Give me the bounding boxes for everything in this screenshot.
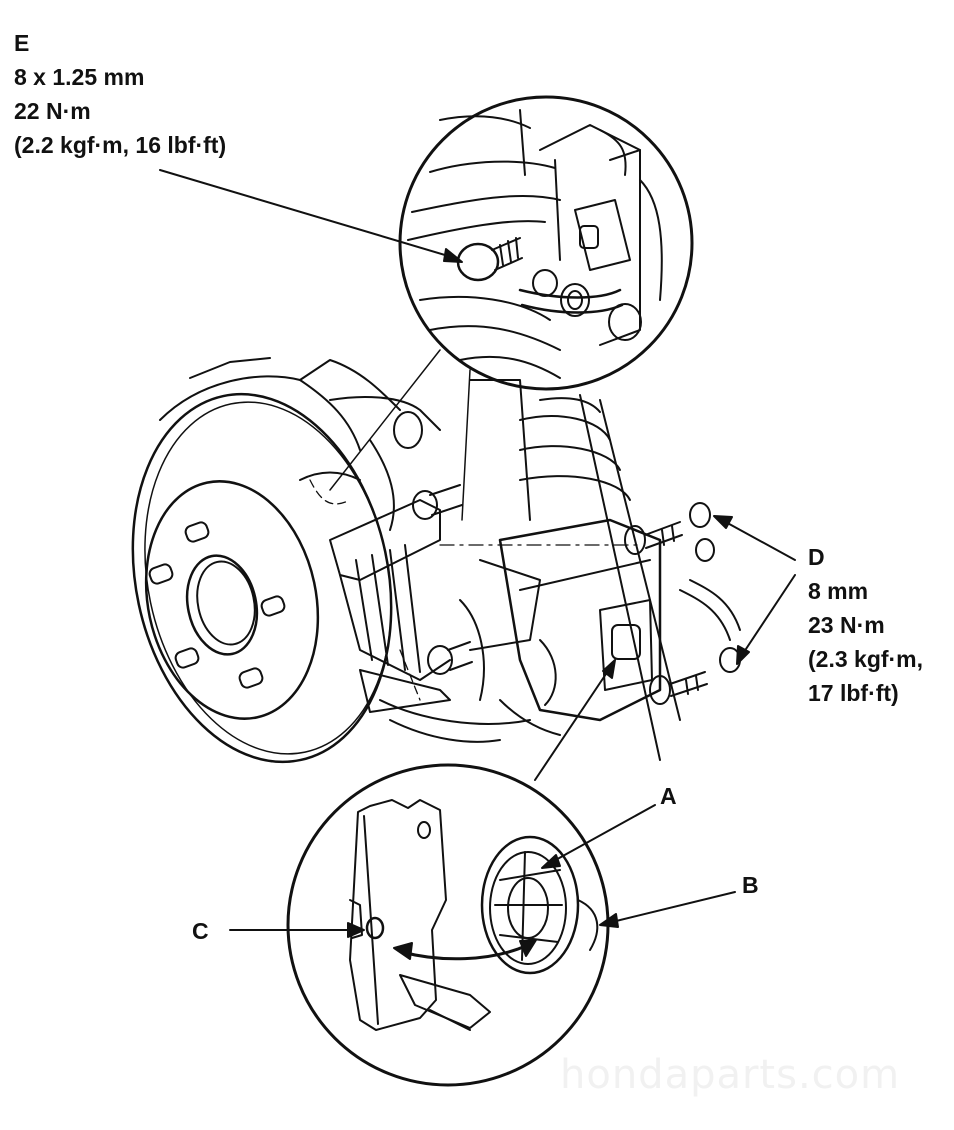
callout-e-letter: E bbox=[14, 30, 30, 56]
callout-e-torque-nm: 22 N·m bbox=[14, 98, 91, 124]
callout-c: C bbox=[192, 918, 209, 944]
callout-d-torque-nm: 23 N·m bbox=[808, 612, 885, 638]
leader-c bbox=[229, 922, 365, 938]
callout-d: D 8 mm 23 N·m (2.3 kgf·m, 17 lbf·ft) bbox=[808, 540, 923, 710]
leader-b bbox=[599, 891, 736, 928]
wheel-stud bbox=[148, 521, 286, 689]
knuckle-and-caliper bbox=[159, 357, 741, 761]
inset-pad-piston-detail bbox=[286, 763, 610, 1087]
callout-e-torque-alt: (2.2 kgf·m, 16 lbf·ft) bbox=[14, 132, 227, 158]
callout-d-letter: D bbox=[808, 544, 825, 570]
callout-d-size: 8 mm bbox=[808, 578, 869, 604]
leader-a bbox=[541, 804, 656, 869]
watermark: hondaparts.com bbox=[560, 1052, 901, 1098]
inset-bolt-e-detail bbox=[398, 95, 694, 391]
leaders-d bbox=[713, 515, 796, 665]
callout-a: A bbox=[660, 783, 677, 809]
callout-e-size: 8 x 1.25 mm bbox=[14, 64, 145, 90]
rotor-hub-assembly bbox=[131, 392, 393, 764]
callout-d-torque-lbf: 17 lbf·ft) bbox=[808, 680, 899, 706]
leader-e bbox=[159, 169, 463, 263]
bolt-d-upper bbox=[624, 502, 715, 562]
callout-b: B bbox=[742, 872, 759, 898]
callout-e: E 8 x 1.25 mm 22 N·m (2.2 kgf·m, 16 lbf·… bbox=[14, 26, 226, 162]
callout-d-torque-kgf: (2.3 kgf·m, bbox=[808, 646, 924, 672]
